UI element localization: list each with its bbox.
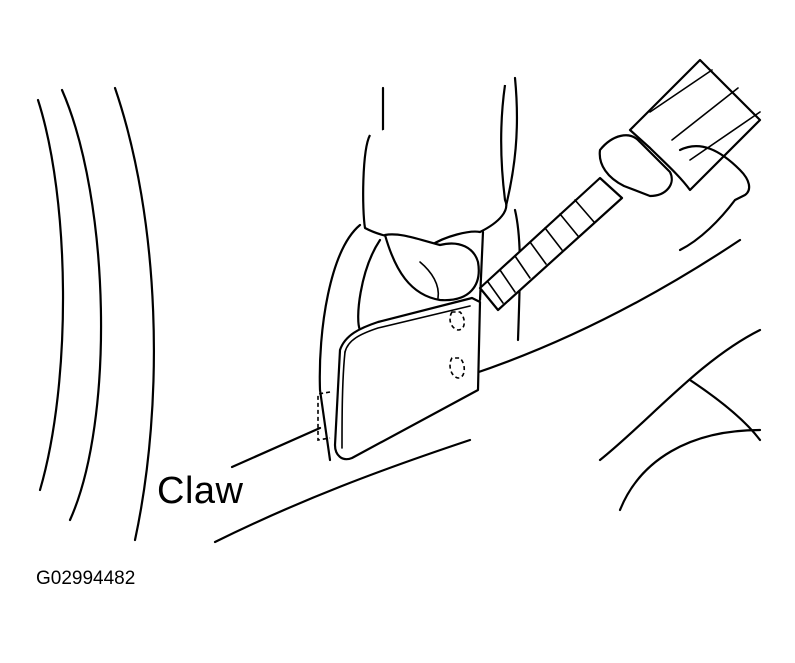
claw-label: Claw — [157, 470, 244, 512]
lower-body-lines — [213, 238, 762, 544]
left-body-curves — [36, 86, 156, 542]
claw-clips — [317, 311, 466, 441]
trim-panel — [333, 296, 482, 461]
figure-code: G02994482 — [36, 568, 136, 589]
hand — [362, 84, 508, 302]
background-post — [381, 76, 519, 212]
claw-leader-line — [230, 426, 322, 469]
screwdriver — [478, 58, 762, 312]
